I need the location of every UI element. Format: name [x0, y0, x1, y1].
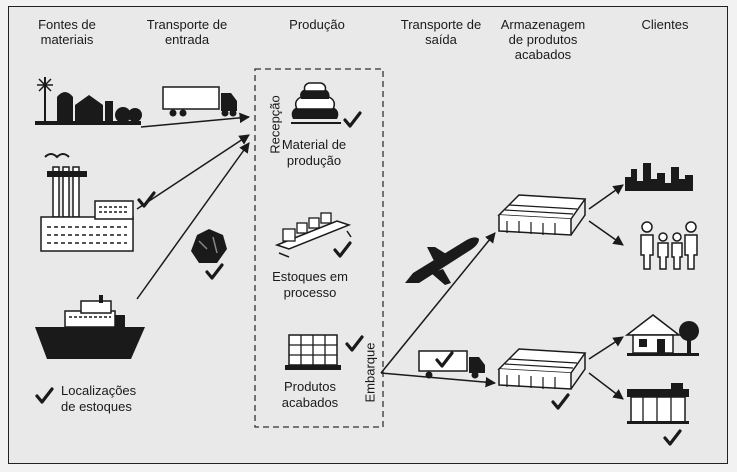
check-mark-icon	[345, 335, 364, 352]
ship-icon	[35, 295, 145, 359]
arrow-warehouse-top-to-city	[588, 184, 624, 210]
diagram-graphics	[35, 68, 699, 446]
arrow-farm-to-production	[140, 112, 251, 128]
header-armazenagem-line3: acabados	[514, 47, 572, 62]
produtos-acabados-label: Produtos acabados	[275, 379, 345, 411]
header-transporte-entrada-line2: entrada	[164, 32, 210, 47]
header-clientes: Clientes	[625, 17, 705, 32]
check-mark-icon	[551, 393, 570, 410]
estoques-processo-line1: Estoques em	[272, 269, 348, 284]
store-icon	[627, 383, 689, 424]
production-dashed-box	[254, 68, 384, 428]
header-fontes-line1: Fontes de	[38, 17, 96, 32]
legend-text: Localizações de estoques	[61, 383, 151, 415]
farm-icon	[35, 77, 142, 125]
arrow-warehouse-top-to-family	[588, 220, 624, 246]
material-producao-line1: Material de	[281, 137, 347, 152]
warehouse-bottom-icon	[497, 348, 587, 390]
produtos-acabados-line1: Produtos	[283, 379, 337, 394]
check-mark-icon	[663, 429, 682, 446]
family-icon	[640, 221, 698, 270]
header-transporte-saida-line1: Transporte de	[400, 17, 482, 32]
arrow-warehouse-bottom-to-house	[588, 336, 624, 360]
arrow-embarque-to-warehouse-bottom	[380, 372, 497, 388]
arrow-embarque-to-warehouse-top	[380, 232, 496, 374]
header-transporte-saida: Transporte de saída	[393, 17, 489, 47]
raw-material-icon	[191, 229, 227, 263]
header-armazenagem-line2: de produtos	[508, 32, 578, 47]
truck-inbound-icon	[162, 86, 237, 117]
legend-text-line2: de estoques	[61, 399, 132, 414]
check-mark-icon	[205, 263, 224, 280]
legend-check-mark-icon	[35, 387, 54, 404]
warehouse-top-icon	[497, 194, 587, 236]
material-producao-line2: produção	[286, 153, 342, 168]
header-armazenagem: Armazenagem de produtos acabados	[493, 17, 593, 62]
produtos-acabados-line2: acabados	[281, 395, 339, 410]
truck-outbound-icon	[418, 350, 485, 379]
header-transporte-entrada-line1: Transporte de	[146, 17, 228, 32]
header-armazenagem-line1: Armazenagem	[500, 17, 586, 32]
estoques-processo-line2: processo	[283, 285, 337, 300]
estoques-processo-label: Estoques em processo	[265, 269, 355, 301]
header-clientes-text: Clientes	[641, 17, 689, 32]
supply-chain-diagram: Fontes de materiais Transporte de entrad…	[8, 6, 728, 464]
legend-text-line1: Localizações	[61, 383, 137, 398]
check-mark-icon	[343, 111, 362, 128]
factory-icon	[40, 153, 134, 252]
house-icon	[624, 314, 699, 356]
header-fontes-line2: materiais	[40, 32, 94, 47]
arrow-warehouse-bottom-to-store	[588, 372, 624, 400]
header-transporte-entrada: Transporte de entrada	[137, 17, 237, 47]
material-sacks-icon	[291, 82, 341, 124]
check-mark-icon	[333, 241, 352, 258]
header-fontes: Fontes de materiais	[27, 17, 107, 47]
city-skyline-icon	[625, 163, 693, 191]
header-transporte-saida-line2: saída	[425, 32, 457, 47]
material-producao-label: Material de produção	[271, 137, 357, 169]
header-producao-text: Produção	[289, 17, 345, 32]
embarque-label: Embarque	[362, 342, 378, 403]
arrow-factory-to-production	[136, 134, 250, 210]
arrow-ship-to-production	[136, 142, 250, 300]
airplane-icon	[405, 237, 479, 285]
finished-goods-icon	[285, 334, 341, 370]
header-producao: Produção	[277, 17, 357, 32]
work-in-process-icon	[274, 212, 352, 258]
